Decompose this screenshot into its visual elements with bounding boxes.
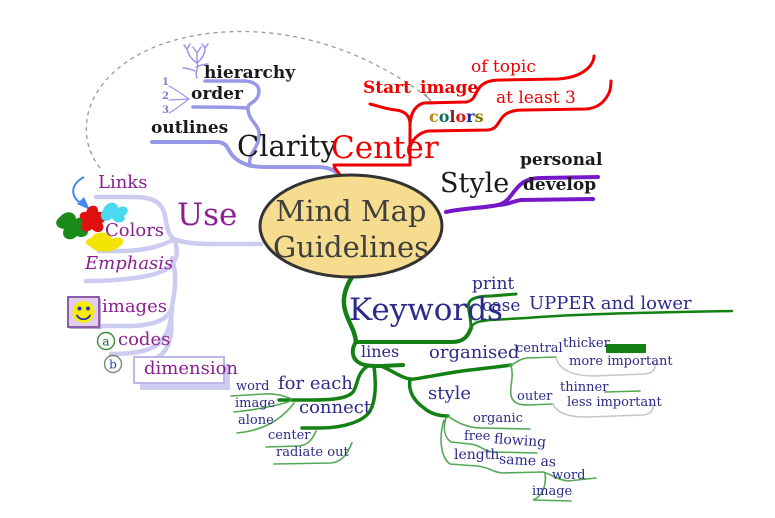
label-for-each: for each (278, 373, 353, 394)
label-same-as: same as (498, 451, 557, 471)
label-outer: outer (517, 389, 553, 404)
label-at-least-3: at least 3 (496, 88, 576, 108)
tree-branch-icon (182, 43, 209, 79)
label-alone: alone (238, 413, 274, 428)
order-number-1: 1 (162, 77, 169, 88)
label-image-alone: image (235, 396, 276, 411)
label-print: print (472, 274, 515, 294)
label-free: free (464, 429, 491, 444)
label-thinner: thinner (560, 380, 609, 395)
label-lines: lines (361, 342, 400, 361)
label-center-sub: center (268, 428, 311, 443)
label-images: images (102, 296, 167, 317)
clarity-branch-lines (150, 43, 344, 180)
label-length: length (454, 447, 500, 463)
label-upper-and-lower: UPPER and lower (529, 293, 692, 314)
order-number-3: 3 (162, 105, 169, 116)
circled-a-icon: a (96, 331, 116, 351)
branch-label-use: Use (177, 197, 238, 233)
label-dimension: dimension (144, 358, 239, 379)
label-codes: codes (118, 329, 171, 350)
thinner-sample-line (604, 390, 641, 393)
label-more-important: more important (569, 354, 673, 369)
label-of-topic: of topic (471, 57, 536, 77)
label-thicker: thicker (563, 336, 610, 351)
order-number-2: 2 (162, 91, 169, 102)
links-arrow-icon (72, 176, 90, 210)
label-word-2: word (552, 468, 586, 483)
circled-b-icon: b (103, 354, 123, 374)
branch-label-center: Center (331, 130, 439, 166)
svg-text:b: b (109, 358, 117, 372)
branch-label-style: Style (440, 168, 510, 199)
order-numbers-lines (168, 85, 190, 114)
label-case: case (482, 296, 521, 316)
label-style-sub: style (428, 383, 472, 404)
keywords-twig-lines (230, 356, 641, 502)
label-organic: organic (473, 411, 523, 426)
label-colors: Colors (105, 220, 165, 241)
colors-word: colors (429, 107, 484, 126)
thicker-sample-bar (606, 344, 646, 353)
label-word: word (236, 379, 270, 394)
center-node-title-line2: Guidelines (272, 230, 430, 264)
label-order: order (191, 84, 243, 104)
branch-label-clarity: Clarity (237, 129, 337, 163)
label-emphasis: Emphasis (85, 253, 174, 274)
svg-text:a: a (102, 335, 109, 349)
dimension-box (133, 356, 230, 390)
label-start: Start (363, 78, 411, 98)
label-connect: connect (299, 397, 372, 418)
label-radiate-out: radiate out (276, 445, 349, 460)
smiley-image-icon (67, 296, 101, 329)
label-image: image (420, 78, 479, 98)
label-less-important: less important (567, 395, 662, 410)
importance-arc-lines (552, 357, 656, 418)
branch-label-keywords: Keywords (349, 292, 503, 328)
label-outlines: outlines (151, 118, 229, 138)
style-branch-lines (444, 175, 600, 214)
label-organised: organised (429, 342, 520, 363)
keywords-branch-lines (277, 274, 734, 430)
label-hierarchy: hierarchy (204, 63, 296, 83)
label-flowing: flowing (493, 431, 547, 451)
center-node-title-line1: Mind Map (275, 194, 427, 228)
color-splat-icon (56, 202, 128, 252)
central-ellipse (258, 173, 444, 279)
label-develop: develop (523, 175, 597, 195)
label-personal: personal (520, 150, 603, 170)
label-central: central (516, 341, 563, 356)
label-image-2: image (532, 484, 573, 499)
label-links: Links (98, 172, 148, 193)
